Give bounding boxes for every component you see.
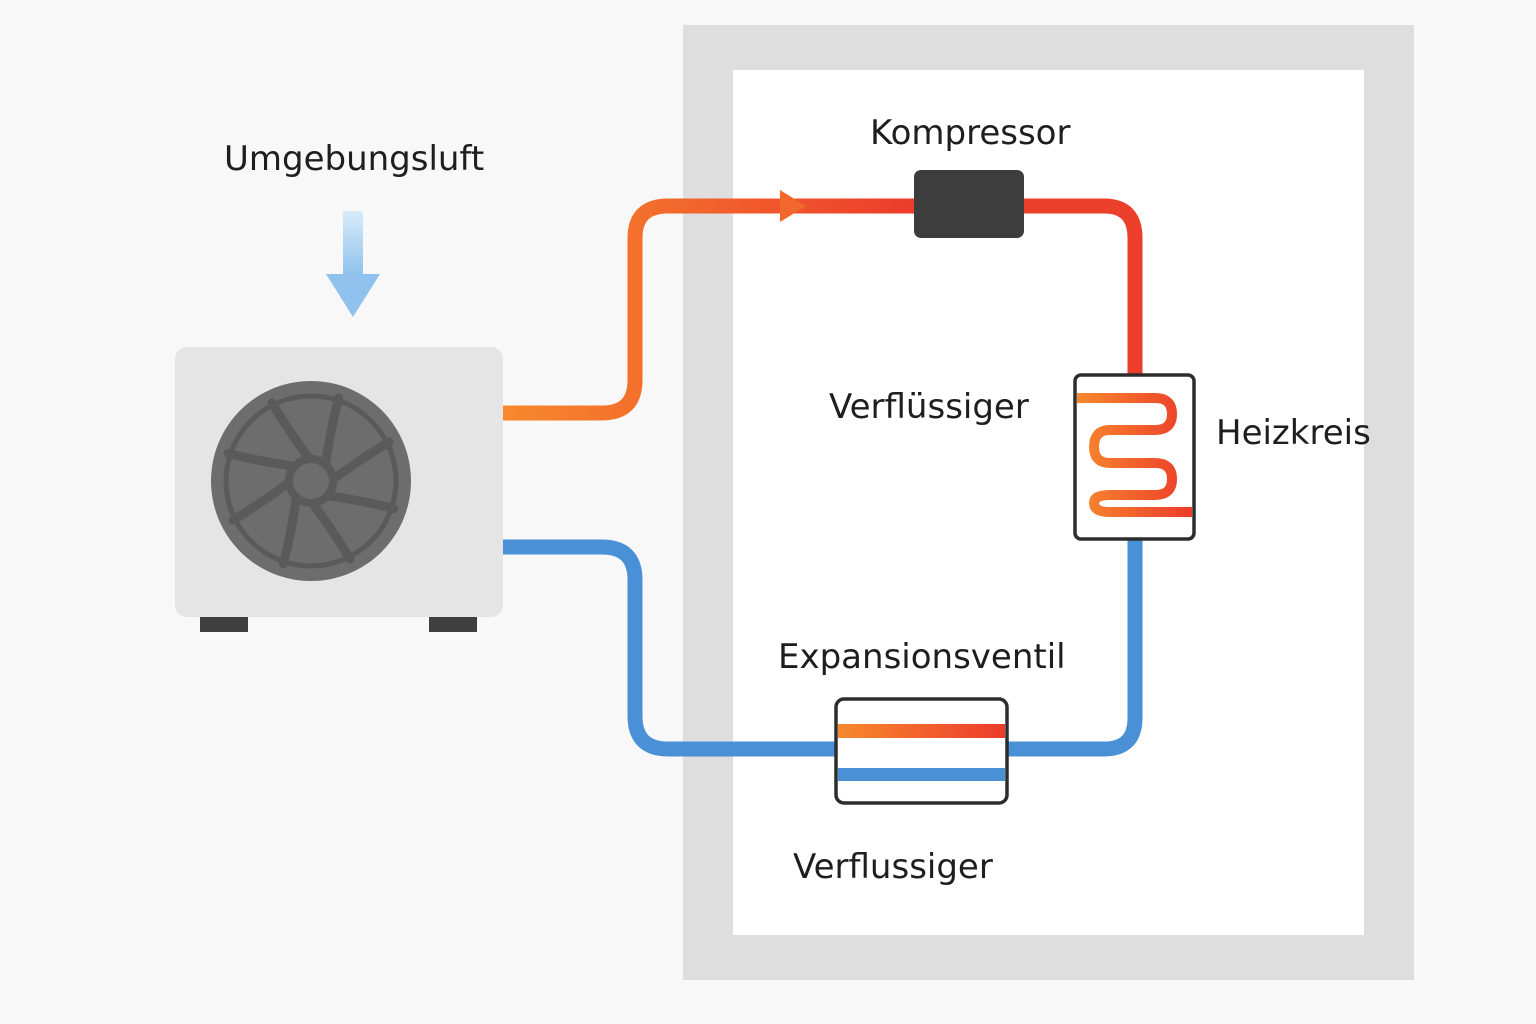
cold-pipe-return xyxy=(1008,538,1143,757)
cold-pipe-outdoor xyxy=(503,539,836,757)
outdoor-unit xyxy=(175,347,503,632)
expansion-valve xyxy=(834,697,1009,805)
air-flow-arrow-icon xyxy=(326,211,380,317)
hot-pipe-supply xyxy=(503,198,916,421)
label-compressor: Kompressor xyxy=(870,113,1070,153)
heating-circuit-exchanger xyxy=(1073,373,1196,541)
expansion-valve-hot-line xyxy=(838,724,1005,738)
expansion-valve-cold-line xyxy=(838,768,1005,781)
label-expansion-valve: Expansionsventil xyxy=(778,637,1066,677)
label-condenser-bottom: Verflussiger xyxy=(793,847,993,887)
compressor xyxy=(914,170,1024,238)
label-condenser-inside: Verflüssiger xyxy=(829,387,1029,427)
hot-pipe-compressor-out xyxy=(1022,198,1143,376)
flow-direction-arrow-icon xyxy=(780,190,806,222)
outdoor-unit-foot-right xyxy=(429,614,477,632)
outdoor-unit-foot-left xyxy=(200,614,248,632)
heating-coil xyxy=(1077,393,1192,517)
label-ambient-air: Umgebungsluft xyxy=(224,139,484,179)
label-heating-circuit: Heizkreis xyxy=(1216,413,1371,453)
fan-icon xyxy=(211,381,411,581)
